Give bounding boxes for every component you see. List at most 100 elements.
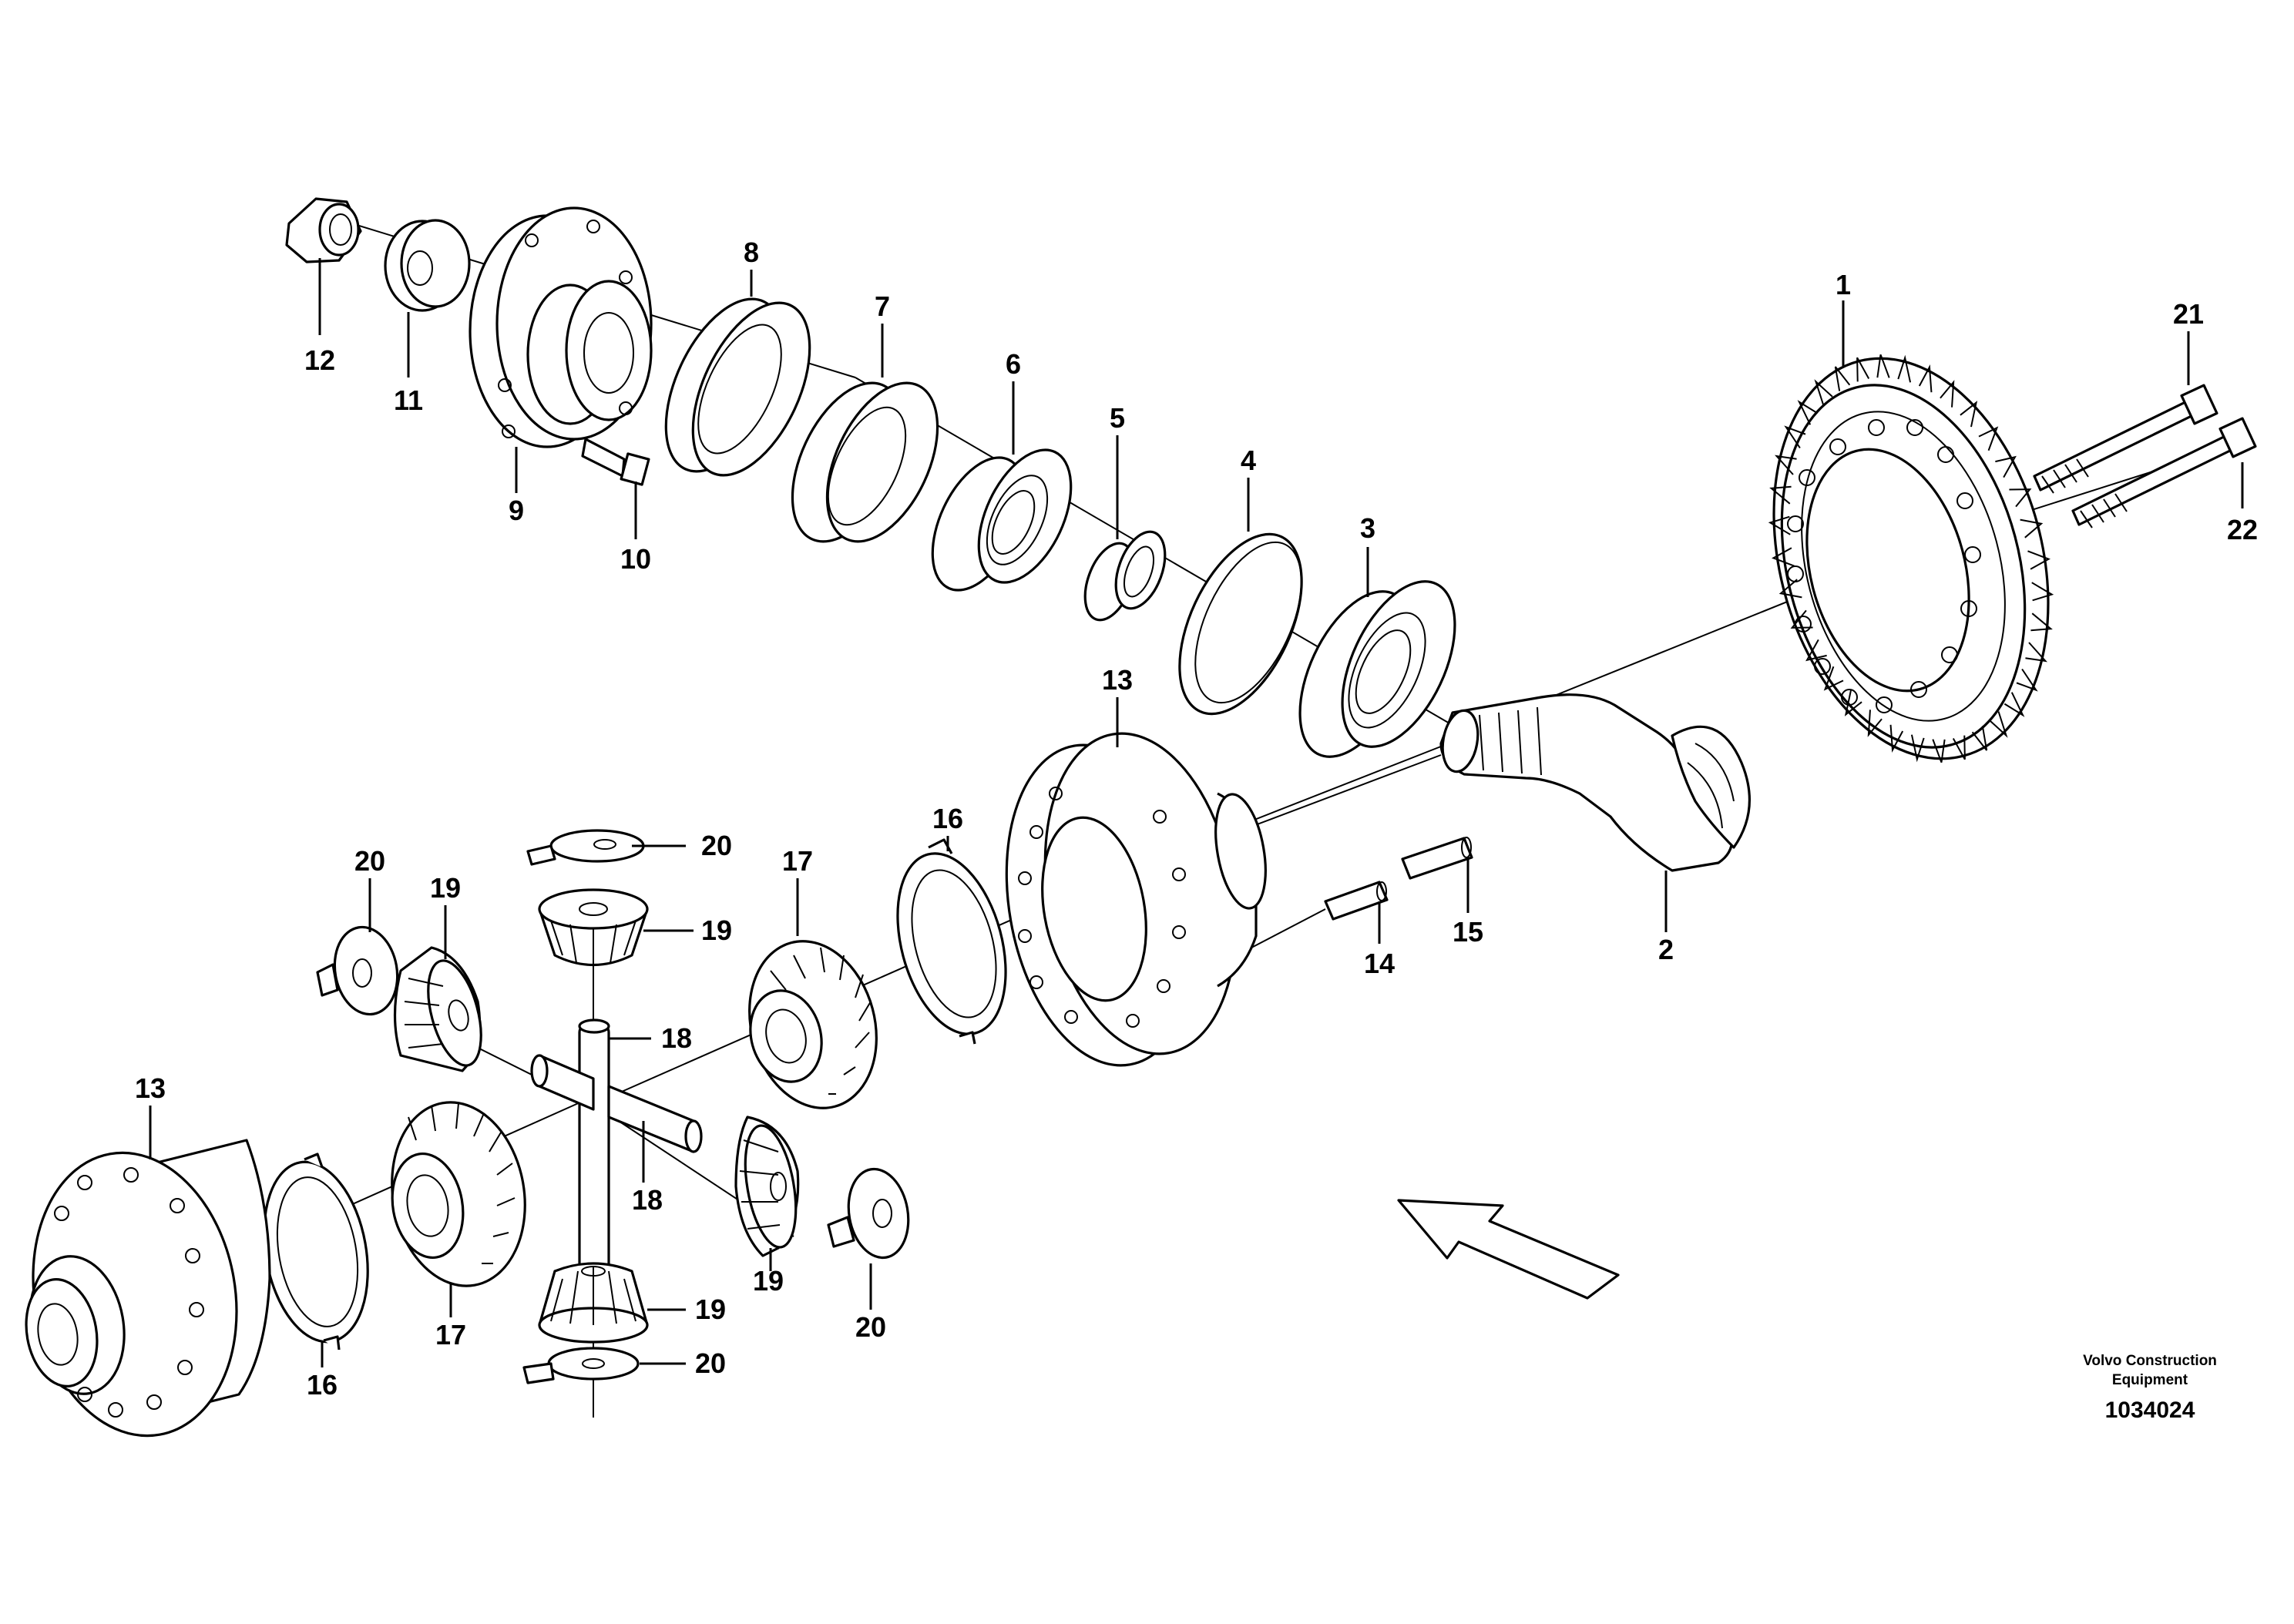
callout-20-left: 20 — [354, 845, 385, 877]
gear-tooth — [1775, 455, 1797, 475]
shim-part-4 — [1178, 532, 1303, 716]
callout-19-bottom: 19 — [695, 1293, 726, 1325]
gear-tooth — [2025, 642, 2047, 663]
credit-block: Volvo Construction Equipment 1034024 — [2083, 1353, 2217, 1423]
gear-tooth — [1823, 666, 1844, 691]
gear-tooth — [2020, 518, 2044, 539]
seal-part-8 — [664, 297, 811, 477]
bolt-part-21 — [2033, 384, 2218, 494]
seal-ring-part-7 — [791, 381, 939, 543]
gear-tooth — [1978, 426, 1999, 451]
callout-15: 15 — [1453, 916, 1483, 948]
thrust-washer-part-16-upper — [896, 838, 1007, 1045]
callout-17-upper: 17 — [782, 845, 813, 877]
gear-tooth — [1772, 547, 1795, 567]
gear-tooth — [1844, 690, 1862, 716]
side-gear-part-17-upper — [748, 940, 878, 1109]
gear-tooth — [2009, 488, 2032, 508]
gear-tooth — [1989, 711, 2008, 738]
bolt-part-22 — [2071, 417, 2257, 528]
callout-leader-lines — [149, 258, 2244, 1367]
gear-tooth — [1867, 710, 1883, 737]
callout-17-lower: 17 — [435, 1319, 466, 1351]
callout-12: 12 — [304, 344, 335, 376]
credit-line-1: Volvo Construction — [2083, 1353, 2217, 1369]
pin-part-14 — [1324, 881, 1389, 921]
direction-arrow-icon — [1397, 1199, 1620, 1300]
gear-tooth — [2003, 692, 2025, 717]
cross-shaft-part-18-horizontal — [530, 1054, 703, 1153]
washer-part-20-bottom — [522, 1347, 640, 1384]
callout-20-right: 20 — [855, 1311, 886, 1343]
spacer-part-5 — [1083, 530, 1167, 622]
gear-tooth — [2031, 582, 2054, 602]
document-number: 1034024 — [2105, 1398, 2195, 1423]
gear-tooth — [1960, 401, 1978, 428]
gear-tooth — [2030, 612, 2053, 632]
gear-tooth — [1834, 366, 1851, 391]
gear-tooth — [1856, 357, 1870, 382]
callout-2: 2 — [1658, 934, 1674, 965]
callout-4: 4 — [1241, 445, 1256, 476]
gear-tooth — [1995, 455, 2017, 478]
callout-labels: 1 2 3 4 5 6 7 8 9 10 11 12 13 13 14 15 1… — [135, 237, 2258, 1401]
washer-part-20-top — [526, 829, 645, 866]
callout-18-upper: 18 — [661, 1022, 692, 1054]
crown-gear-part-1 — [1768, 354, 2054, 763]
gear-tooth — [1784, 425, 1806, 449]
flange-part-9 — [469, 206, 653, 448]
pin-part-15 — [1401, 837, 1473, 880]
callout-19-left: 19 — [430, 872, 461, 904]
gear-tooth — [2027, 550, 2050, 570]
callout-6: 6 — [1006, 348, 1021, 380]
gear-tooth — [1940, 380, 1955, 408]
callout-20-top: 20 — [701, 830, 732, 861]
bearing-part-6 — [931, 448, 1073, 592]
gear-tooth — [1932, 739, 1946, 763]
callout-14: 14 — [1364, 948, 1395, 979]
side-gear-part-17-lower — [391, 1101, 526, 1287]
gear-tooth — [1952, 735, 1966, 760]
pinion-shaft-part-2 — [1439, 693, 1751, 872]
nut-part-12 — [285, 197, 362, 263]
gear-tooth — [1876, 354, 1890, 378]
gear-tooth — [1971, 726, 1988, 751]
callout-18-lower: 18 — [632, 1184, 663, 1216]
callout-16-lower: 16 — [307, 1369, 338, 1401]
callout-22: 22 — [2227, 514, 2258, 545]
washer-part-20-left — [316, 925, 399, 1016]
callout-16-upper: 16 — [932, 803, 963, 834]
gear-tooth — [1778, 579, 1802, 599]
credit-line-2: Equipment — [2112, 1372, 2188, 1388]
planet-gear-part-19-right — [734, 1116, 800, 1257]
callout-3: 3 — [1360, 512, 1375, 544]
cross-shaft-part-18-vertical — [578, 1018, 610, 1273]
gear-tooth — [1910, 734, 1925, 763]
thrust-washer-part-16-lower — [263, 1153, 369, 1351]
callout-5: 5 — [1110, 402, 1125, 434]
bolt-part-10 — [581, 438, 650, 486]
differential-housing-part-13-upper — [1005, 732, 1267, 1067]
callout-8: 8 — [744, 237, 759, 268]
differential-housing-part-13-lower — [25, 1139, 271, 1438]
callout-11: 11 — [394, 384, 423, 416]
callout-19-top: 19 — [701, 914, 732, 946]
planet-gear-part-19-left — [393, 946, 482, 1072]
bearing-part-3 — [1298, 580, 1456, 758]
planet-gear-part-19-bottom — [538, 1262, 649, 1344]
washer-part-11 — [384, 219, 471, 312]
gear-tooth — [1918, 364, 1933, 393]
gear-tooth — [1814, 379, 1833, 406]
callout-1: 1 — [1836, 269, 1851, 300]
gear-tooth — [1768, 515, 1791, 535]
callout-13-lower: 13 — [135, 1072, 166, 1104]
planet-gear-part-19-top — [538, 888, 649, 967]
gear-tooth — [1769, 485, 1792, 505]
gear-tooth — [1889, 724, 1904, 753]
gear-tooth — [2016, 668, 2038, 692]
callout-10: 10 — [620, 543, 651, 575]
washer-part-20-right — [827, 1167, 910, 1260]
callout-13-upper: 13 — [1102, 664, 1133, 696]
callout-20-bottom: 20 — [695, 1347, 726, 1379]
